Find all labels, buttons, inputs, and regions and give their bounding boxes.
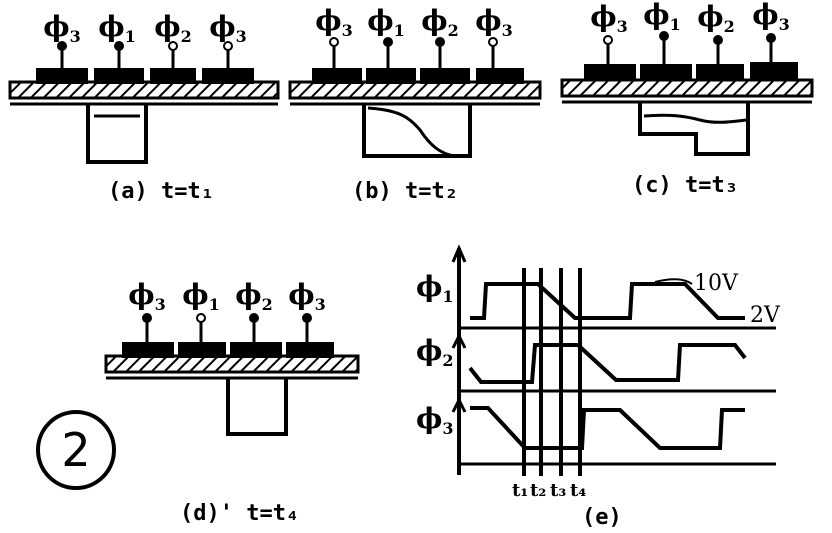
electrode-1 <box>584 64 636 80</box>
panel-a: ϕ3 ϕ1 ϕ2 ϕ3 (a) t=t₁ <box>8 10 280 204</box>
potential-well <box>638 102 750 156</box>
electrode-3 <box>150 68 196 84</box>
timing-labels: ϕ1 ϕ2 ϕ3 10V 2V t₁ t₂ t₃ t₄ (e) <box>416 270 781 530</box>
terminal-dot <box>383 37 393 47</box>
electrode-2 <box>640 64 692 80</box>
panel-c: ϕ3 ϕ1 ϕ2 ϕ3 (c) t=t₃ <box>560 0 814 198</box>
terminal-dot <box>435 37 445 47</box>
electrode-2 <box>366 68 416 84</box>
phi-label: ϕ3 <box>288 278 326 314</box>
high-voltage-label: 10V <box>694 271 739 296</box>
electrode-4 <box>476 68 524 84</box>
timing-caption: (e) <box>582 505 622 530</box>
figure-number-circle <box>36 410 116 490</box>
electrode-3 <box>230 342 282 358</box>
time-label-t2: t₂ <box>530 480 546 501</box>
electrode-4 <box>202 68 254 84</box>
terminal-dot <box>249 313 259 323</box>
electrode-1 <box>122 342 174 358</box>
terminal-dot <box>114 41 124 51</box>
terminal-dot <box>302 313 312 323</box>
terminal-dot <box>142 313 152 323</box>
terminal-dot <box>488 37 498 47</box>
time-label-t4: t₄ <box>570 480 586 501</box>
electrode-1 <box>312 68 362 84</box>
panel-b: ϕ3 ϕ1 ϕ2 ϕ3 (b) t=t₂ <box>288 4 542 204</box>
oxide-layer <box>104 354 360 374</box>
electrode-4 <box>286 342 334 358</box>
phi3-waveform <box>470 406 745 450</box>
phi3-axis-label: ϕ3 <box>416 402 454 438</box>
terminal-dot <box>168 41 178 51</box>
electrode-2 <box>178 342 226 358</box>
electrode-2 <box>94 68 144 84</box>
figure-number: 2 <box>36 410 116 490</box>
phi2-waveform <box>468 343 747 384</box>
phi-label: ϕ2 <box>154 10 192 46</box>
phi1-waveform <box>470 282 745 320</box>
phi-label: ϕ3 <box>315 4 353 40</box>
phi1-axis-label: ϕ1 <box>416 270 454 306</box>
time-label-t1: t₁ <box>512 480 528 501</box>
timing-diagram <box>451 244 776 476</box>
terminal-dot <box>766 33 776 43</box>
terminal-dot <box>329 37 339 47</box>
phi-label: ϕ3 <box>43 10 81 46</box>
panel-caption: (d)' t=t₄ <box>180 501 299 526</box>
phi-label: ϕ1 <box>98 10 136 46</box>
axis-arrow <box>451 396 467 413</box>
oxide-layer <box>560 78 814 98</box>
charge-level <box>367 106 456 158</box>
phi-label: ϕ2 <box>421 4 459 40</box>
electrode-3 <box>696 64 744 80</box>
phi-label: ϕ3 <box>128 278 166 314</box>
figure-number-text: 2 <box>61 423 90 477</box>
charge-level <box>643 113 747 124</box>
time-label-t3: t₃ <box>550 480 566 501</box>
terminal-dot <box>223 41 233 51</box>
axis-arrow <box>451 244 467 263</box>
phi-label: ϕ3 <box>209 10 247 46</box>
panel-caption: (c) t=t₃ <box>632 173 738 198</box>
terminal-dot <box>603 35 613 45</box>
phi-label: ϕ3 <box>475 4 513 40</box>
terminal-dot <box>713 35 723 45</box>
phi-label: ϕ1 <box>182 278 220 314</box>
terminal-dot <box>57 41 67 51</box>
potential-well <box>362 104 472 158</box>
phi-label: ϕ1 <box>643 0 681 34</box>
electrode-4 <box>750 62 798 80</box>
terminal-dot <box>196 313 206 323</box>
voltage-leader <box>654 278 693 285</box>
panel-caption: (b) t=t₂ <box>352 179 458 204</box>
phi-label: ϕ2 <box>697 0 735 36</box>
electrode-3 <box>420 68 470 84</box>
oxide-layer <box>8 80 280 100</box>
phi-label: ϕ1 <box>367 4 405 40</box>
axis-arrow <box>451 332 467 349</box>
oxide-layer <box>288 80 542 100</box>
potential-well <box>86 104 148 164</box>
potential-well <box>226 378 288 436</box>
low-voltage-label: 2V <box>750 303 781 328</box>
panel-d: ϕ3 ϕ1 ϕ2 ϕ3 (d)' t=t₄ <box>104 278 360 526</box>
phi-label: ϕ2 <box>235 278 273 314</box>
phi2-axis-label: ϕ2 <box>416 334 454 370</box>
panel-caption: (a) t=t₁ <box>108 179 214 204</box>
phi-label: ϕ3 <box>590 0 628 36</box>
terminal-dot <box>659 31 669 41</box>
phi-label: ϕ3 <box>752 0 790 34</box>
electrode-1 <box>36 68 88 84</box>
